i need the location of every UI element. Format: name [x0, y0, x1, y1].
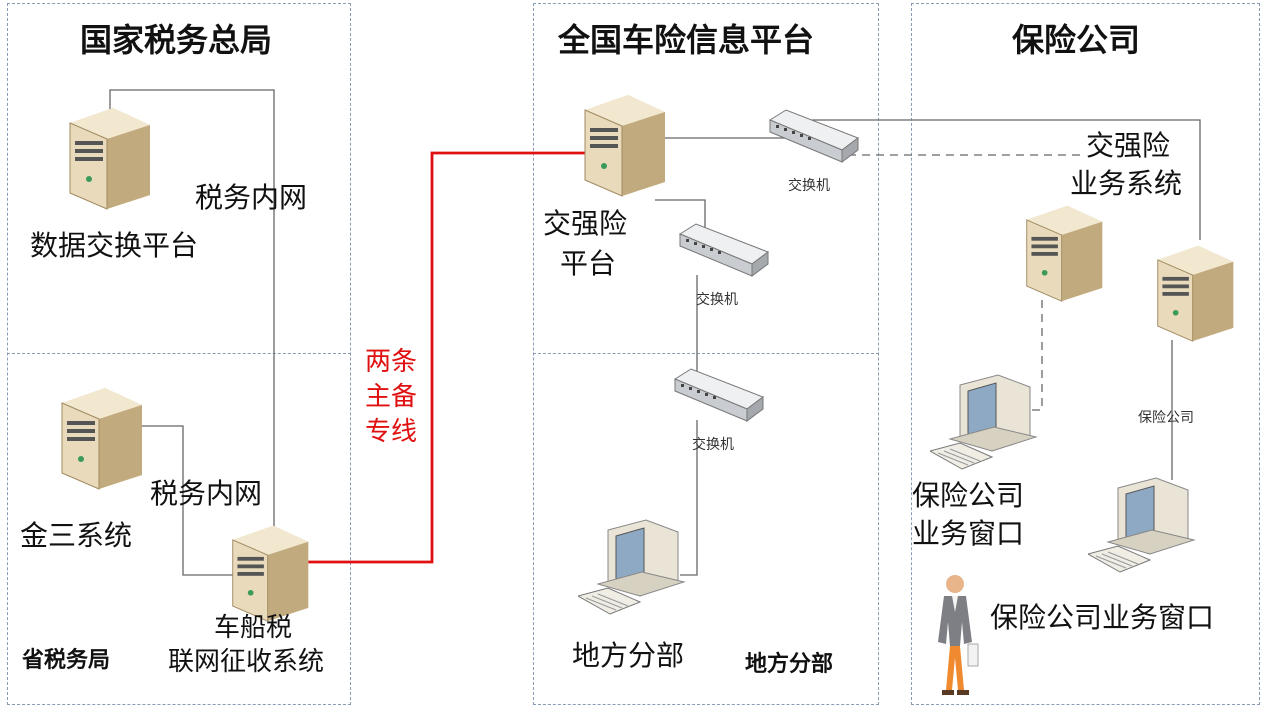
platform-server-to-switch2	[655, 199, 706, 230]
compulsory-platform-label-1: 交强险	[543, 207, 628, 240]
dedicated-line-label-3: 专线	[365, 417, 418, 447]
dedicated-line-label-2: 主备	[365, 382, 418, 412]
computer-icon	[578, 519, 686, 615]
tax-intranet-line-top	[109, 89, 275, 540]
jinsan-system-label: 金三系统	[20, 519, 133, 552]
computer-icon	[1088, 477, 1196, 573]
tax-bureau-zone	[7, 3, 351, 705]
dedicated-line-label-1: 两条	[365, 347, 418, 377]
platform-zone	[533, 3, 879, 705]
insurer-server-to-window	[1030, 300, 1043, 411]
compulsory-system-label-2: 业务系统	[1070, 167, 1183, 200]
data-exchange-platform-label: 数据交换平台	[30, 229, 199, 262]
insurer-small-label: 保险公司	[1138, 410, 1194, 426]
platform-zone-divider	[533, 353, 879, 354]
server-icon	[1026, 205, 1103, 302]
server-icon	[232, 525, 309, 622]
tax-intranet-label-top: 税务内网	[195, 181, 308, 214]
vehicle-tax-label-line2: 联网征收系统	[168, 647, 325, 677]
switch-icon	[673, 368, 765, 422]
insurer-window-bottom-label: 保险公司业务窗口	[990, 601, 1215, 634]
tax-zone-divider	[7, 353, 351, 354]
insurer-window-label-1: 保险公司	[912, 479, 1025, 512]
person-icon	[938, 575, 979, 695]
dedicated-line	[306, 151, 590, 564]
insurer-zone	[911, 3, 1260, 705]
switch-icon	[678, 223, 770, 277]
computer-icon	[930, 374, 1038, 470]
switch-to-insurer-server	[812, 119, 1201, 240]
insurer-window-label-2: 业务窗口	[912, 517, 1025, 550]
compulsory-system-label-1: 交强险	[1086, 129, 1171, 162]
server-icon	[61, 388, 142, 490]
switch-label-low: 交换机	[692, 437, 734, 453]
switch-label-top: 交换机	[788, 178, 830, 194]
insurer-title: 保险公司	[1012, 21, 1141, 59]
switch-icon	[768, 109, 860, 163]
server-icon	[584, 95, 665, 197]
switch-label-mid: 交换机	[696, 292, 738, 308]
server-icon	[69, 108, 150, 210]
local-branch-pc-label: 地方分部	[572, 639, 685, 672]
tax-intranet-label-bottom: 税务内网	[150, 477, 263, 510]
switch-to-pc	[680, 420, 698, 576]
server-icon	[1157, 245, 1234, 342]
tax-intranet-line-bottom	[138, 425, 240, 576]
compulsory-platform-label-2: 平台	[560, 247, 617, 280]
provincial-tax-bureau-label: 省税务局	[22, 648, 111, 673]
platform-title: 全国车险信息平台	[558, 21, 815, 59]
vehicle-tax-label-line1: 车船税	[214, 613, 293, 643]
local-branch-zone-label: 地方分部	[745, 652, 834, 677]
tax-bureau-title: 国家税务总局	[80, 21, 273, 59]
